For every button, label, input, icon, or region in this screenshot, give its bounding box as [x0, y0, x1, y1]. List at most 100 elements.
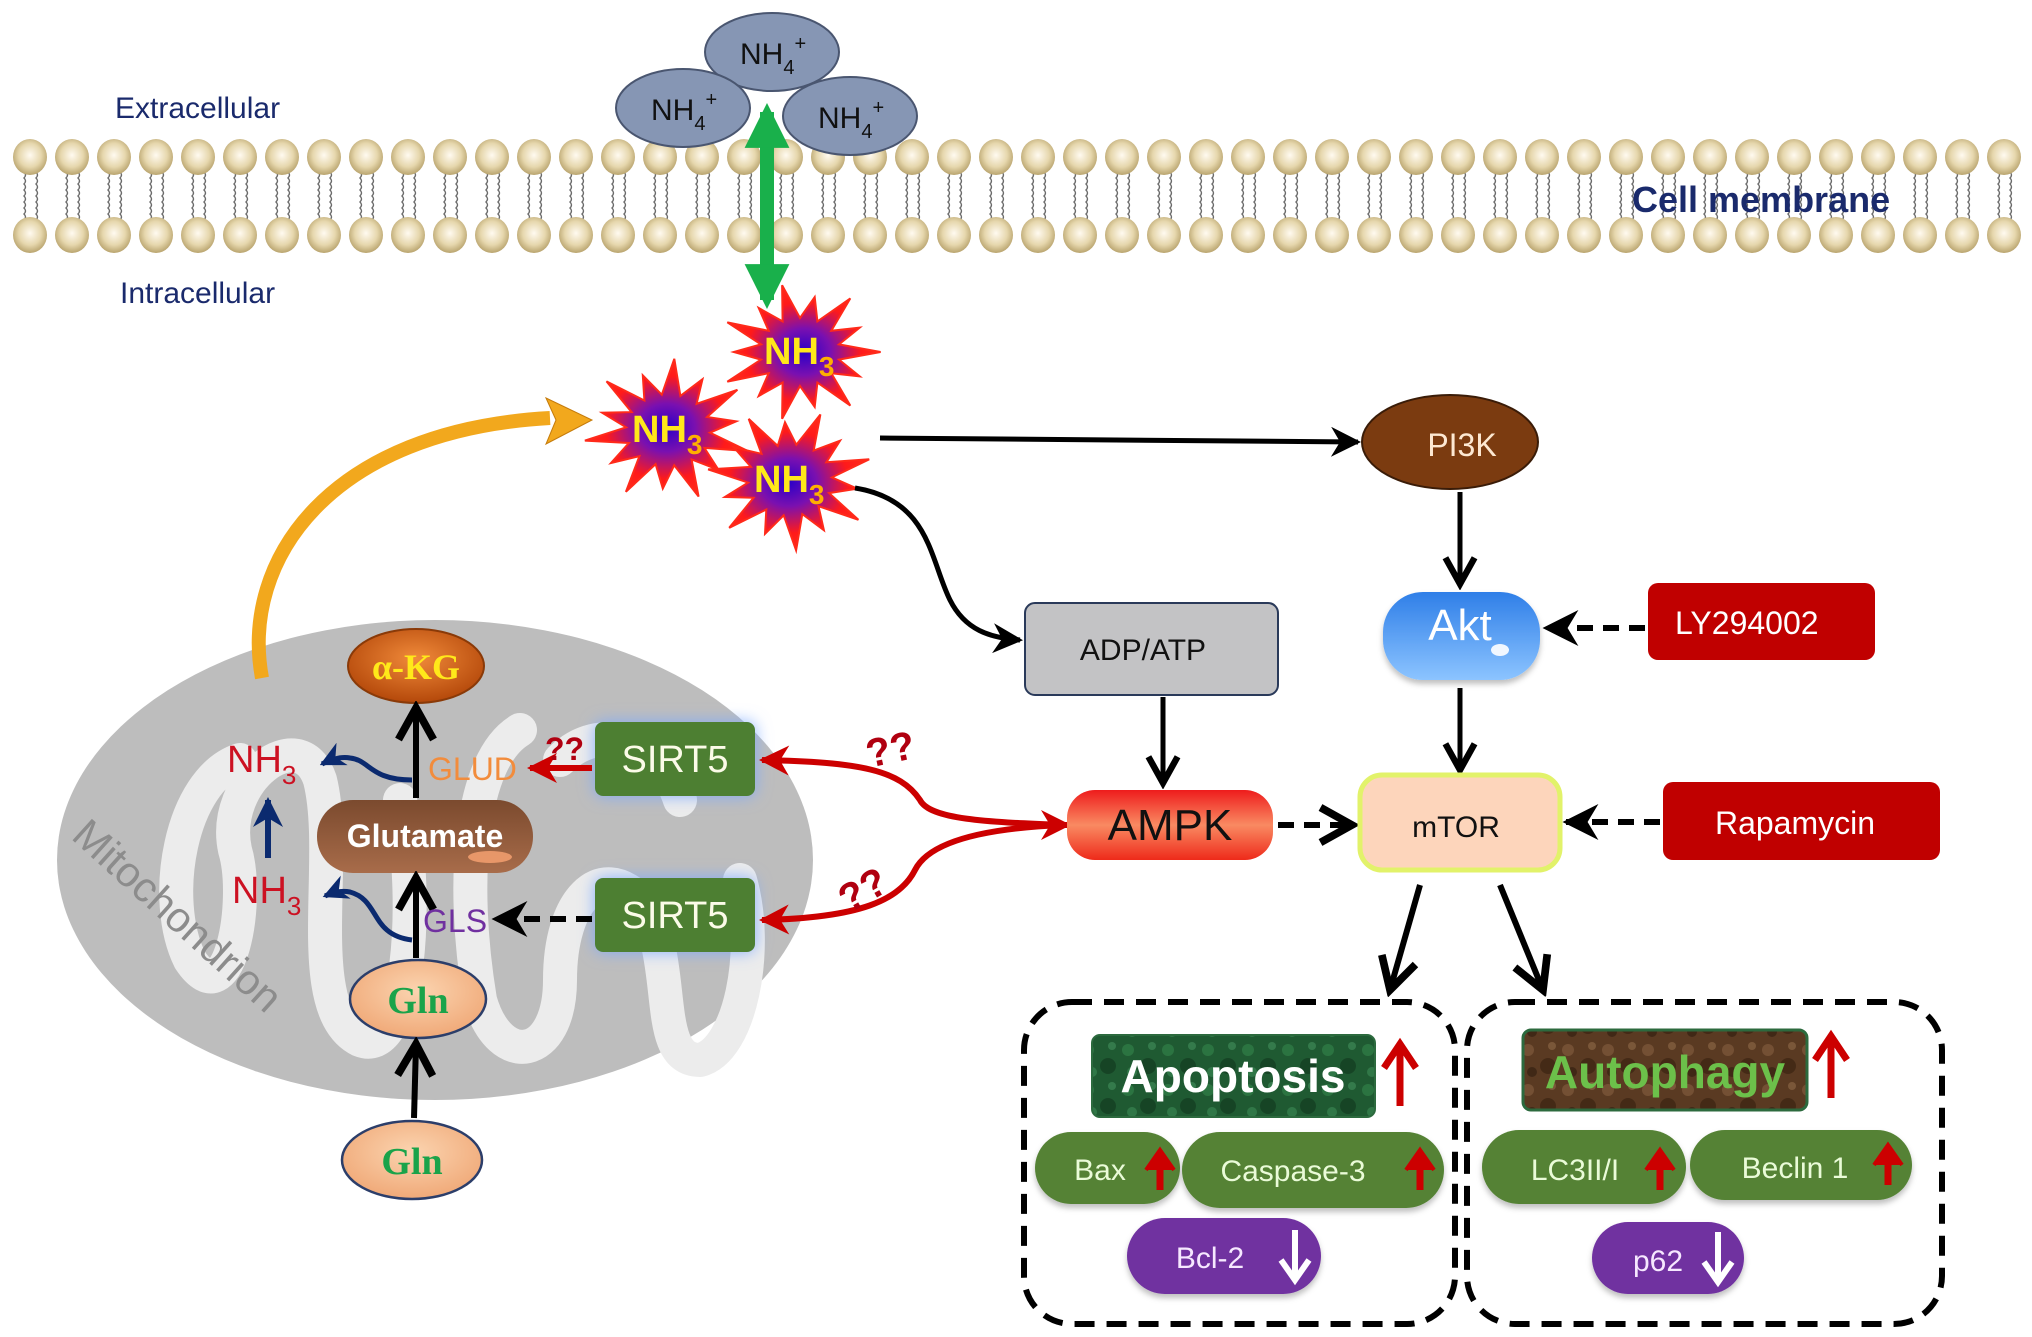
gln-inner-node[interactable]: Gln: [348, 958, 488, 1040]
lipid-head: [1903, 139, 1937, 175]
ampk-node[interactable]: AMPK: [1067, 790, 1273, 860]
lipid-head: [979, 139, 1013, 175]
lipid-head: [1861, 139, 1895, 175]
nh3-pi3k-arrow: [879, 426, 1361, 457]
lipid-head: [1651, 139, 1685, 175]
svg-text:NH4+: NH4+: [740, 33, 806, 79]
lipid-head: [1273, 139, 1307, 175]
glutamate-node[interactable]: Glutamate: [317, 800, 533, 873]
ammonia-star-top[interactable]: NH3: [726, 284, 881, 420]
lipid-head: [1735, 139, 1769, 175]
ammonia-star-left[interactable]: NH3: [584, 358, 749, 498]
phospholipid: [1147, 139, 1181, 253]
lipid-head: [139, 139, 173, 175]
ammonia-star-bottom[interactable]: NH3: [707, 413, 870, 555]
lipid-head: [1819, 139, 1853, 175]
lipid-head: [1651, 217, 1685, 253]
caspase3-marker[interactable]: Caspase-3: [1182, 1132, 1444, 1208]
lipid-head: [1105, 217, 1139, 253]
lipid-head: [1567, 217, 1601, 253]
akg-node[interactable]: α-KG: [347, 628, 485, 704]
lipid-head: [349, 217, 383, 253]
mito-nh3-upper: NH3: [227, 739, 296, 790]
lipid-head: [1021, 217, 1055, 253]
glutamate-label: Glutamate: [347, 818, 503, 854]
beclin1-marker[interactable]: Beclin 1: [1690, 1130, 1912, 1200]
lipid-head: [1987, 139, 2021, 175]
ammonium-text: NH: [740, 38, 783, 71]
svg-text:NH4+: NH4+: [818, 97, 884, 143]
phospholipid: [1441, 139, 1475, 253]
lipid-head: [97, 217, 131, 253]
lipid-head: [517, 217, 551, 253]
lc3-marker[interactable]: LC3II/I: [1482, 1130, 1686, 1204]
lipid-head: [1315, 139, 1349, 175]
sirt5-top-node[interactable]: [595, 722, 755, 796]
lipid-head: [937, 217, 971, 253]
lipid-head: [1609, 139, 1643, 175]
phospholipid: [1567, 139, 1601, 253]
lipid-head: [979, 217, 1013, 253]
lipid-head: [1189, 217, 1223, 253]
lipid-head: [265, 217, 299, 253]
phospholipid: [181, 139, 215, 253]
lipid-head: [139, 217, 173, 253]
lipid-head: [685, 217, 719, 253]
phospholipid: [55, 139, 89, 253]
intracellular-label: Intracellular: [120, 277, 275, 310]
phospholipid: [433, 139, 467, 253]
phospholipid: [979, 139, 1013, 253]
rapamycin-node[interactable]: Rapamycin: [1663, 782, 1940, 860]
lipid-head: [307, 139, 341, 175]
lipid-head: [13, 217, 47, 253]
phospholipid: [1693, 139, 1727, 253]
p62-marker[interactable]: p62: [1592, 1222, 1744, 1294]
lipid-head: [1441, 217, 1475, 253]
beclin1-up-icon: [1872, 1141, 1904, 1185]
lipid-head: [643, 217, 677, 253]
sirt5-bottom-node[interactable]: [595, 878, 755, 952]
apoptosis-title-box: [1091, 1034, 1376, 1118]
lipid-head: [475, 217, 509, 253]
bax-marker[interactable]: Bax: [1035, 1132, 1180, 1204]
ly294002-node[interactable]: LY294002: [1648, 583, 1875, 660]
phospholipid: [97, 139, 131, 253]
lipid-head: [1315, 217, 1349, 253]
bcl2-marker[interactable]: Bcl-2: [1127, 1218, 1321, 1294]
mito-nh3-lower: NH3: [232, 870, 301, 921]
p62-label: p62: [1633, 1245, 1683, 1278]
lipid-head: [1819, 217, 1853, 253]
lipid-head: [559, 139, 593, 175]
apoptosis-panel: Apoptosis Bax Caspase-3 Bcl-2: [1021, 999, 1458, 1327]
lipid-head: [1777, 217, 1811, 253]
phospholipid: [1987, 139, 2021, 253]
lipid-head: [559, 217, 593, 253]
lipid-head: [601, 139, 635, 175]
lipid-head: [1483, 139, 1517, 175]
apoptosis-title: Apoptosis: [1121, 1050, 1346, 1102]
lipid-head: [685, 139, 719, 175]
lipid-head: [1399, 217, 1433, 253]
gln-outer-node[interactable]: Gln: [340, 1119, 484, 1201]
lipid-head: [895, 139, 929, 175]
mtor-apoptosis-arrow: [1390, 884, 1423, 990]
phospholipid: [1777, 139, 1811, 253]
lipid-head: [181, 139, 215, 175]
mtor-node[interactable]: mTOR: [1357, 772, 1563, 873]
phospholipid: [1399, 139, 1433, 253]
rapamycin-label: Rapamycin: [1715, 805, 1875, 841]
extracellular-label: Extracellular: [115, 92, 280, 125]
phospholipid: [1021, 139, 1055, 253]
lipid-head: [1399, 139, 1433, 175]
phospholipid: [265, 139, 299, 253]
lipid-head: [1693, 217, 1727, 253]
phospholipid: [1357, 139, 1391, 253]
svg-text:NH4+: NH4+: [651, 89, 717, 135]
bax-label: Bax: [1074, 1154, 1126, 1187]
gln-inner-label: Gln: [387, 980, 448, 1022]
akt-node[interactable]: [1383, 592, 1540, 680]
lipid-head: [1441, 139, 1475, 175]
pi3k-node[interactable]: PI3K: [1361, 394, 1539, 490]
adp-atp-node[interactable]: ADP/ATP: [1024, 602, 1279, 696]
